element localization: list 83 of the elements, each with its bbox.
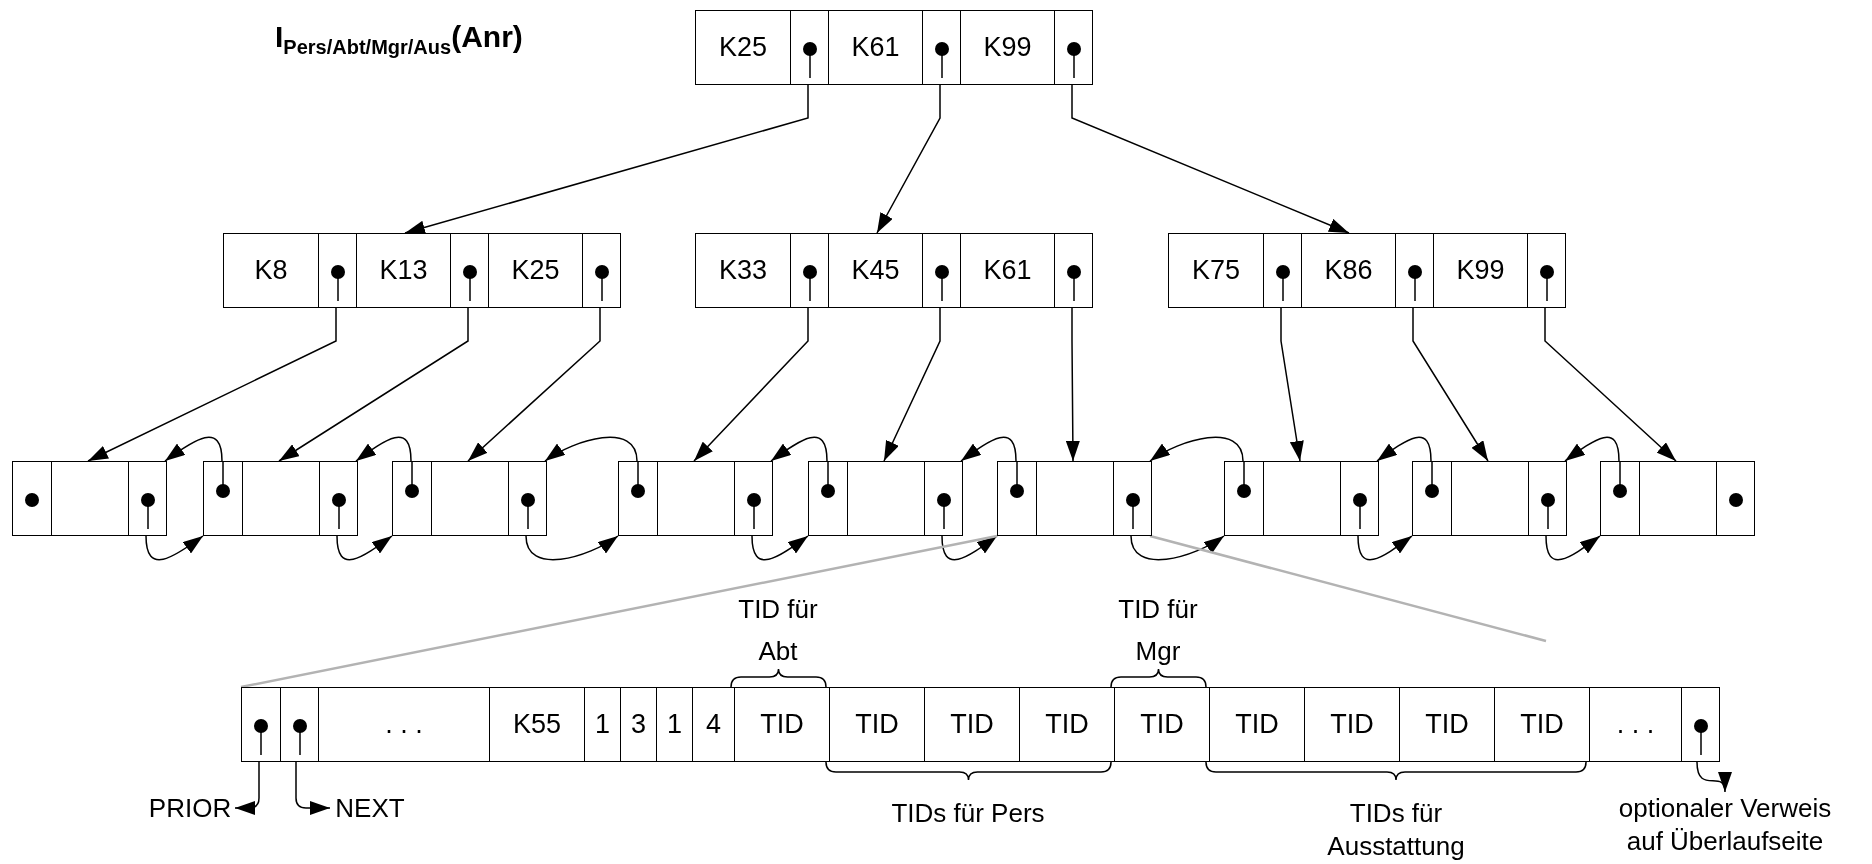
annotation: TID für Mgr [1117,593,1199,668]
page-entry-text: TID [1140,709,1184,740]
arrow [544,436,638,462]
arrow [883,307,941,462]
arrow [1280,307,1304,462]
page-entry-text: . . . [1616,709,1655,740]
index-node [695,233,1093,308]
arrow [941,535,998,561]
index-node [223,233,621,308]
pointer-label: optionaler Verweis auf Überlaufseite [1605,792,1845,858]
key-label: K8 [254,255,288,286]
key-label: K33 [718,255,767,286]
annotation: TIDs für Ausstattung [1326,797,1466,863]
page-entry-text: K55 [512,709,561,740]
arrow [336,535,393,561]
page-entry-text: TID [1520,709,1564,740]
arrow [693,307,809,462]
key-label: K25 [718,32,767,63]
page-entry-text: 4 [706,709,721,740]
arrow [234,761,260,815]
arrow [1357,535,1413,561]
leaf-page [203,461,358,536]
arrow [1130,535,1225,561]
key-label: K25 [511,255,560,286]
arrow [1149,436,1244,462]
page-entry-text: 1 [595,709,610,740]
arrow [751,535,809,561]
leaf-page [1224,461,1379,536]
key-label: K86 [1324,255,1373,286]
key-label: K75 [1191,255,1240,286]
leaf-page [392,461,547,536]
page-entry-text: 1 [667,709,682,740]
arrow [87,307,337,462]
arrow [355,436,412,462]
leaf-page [808,461,963,536]
page-entry-text: 3 [631,709,646,740]
page-entry-text: . . . [385,709,423,740]
arrow [525,535,619,561]
page-entry-text: TID [1045,709,1089,740]
data-page [241,687,1720,762]
key-label: K99 [983,32,1032,63]
pointer-label: PRIOR [145,792,235,825]
leaf-page [1412,461,1567,536]
index-node [1168,233,1566,308]
arrow [960,436,1017,462]
page-entry-text: TID [1330,709,1374,740]
arrow [1065,307,1080,462]
key-label: K13 [379,255,428,286]
arrow [770,436,828,462]
diagram-title: I$_{Pers/Abt/Mgr/Aus}$(Anr) [275,20,523,59]
arrow [1071,84,1350,234]
key-label: K61 [851,32,900,63]
page-entry-text: TID [950,709,994,740]
leaf-page [1600,461,1755,536]
arrow [278,307,469,462]
arrow [1545,535,1601,561]
arrow [145,535,204,561]
pointer-label: NEXT [330,792,410,825]
arrow [1696,761,1730,793]
key-label: K99 [1456,255,1505,286]
page-entry-text: TID [1425,709,1469,740]
index-node [695,10,1093,85]
annotation: TID für Abt [737,593,819,668]
arrow [295,761,331,815]
key-label: K61 [983,255,1032,286]
arrow [1376,436,1432,462]
key-label: K45 [851,255,900,286]
arrow [1412,307,1489,462]
connector-line [1149,534,1547,643]
arrow [1564,436,1620,462]
arrow [467,307,601,462]
arrow [876,84,941,234]
leaf-page [997,461,1152,536]
annotation: TIDs für Pers [890,797,1046,830]
arrow [1544,307,1677,462]
page-entry-text: TID [855,709,899,740]
arrow [404,84,809,235]
page-entry-text: TID [1235,709,1279,740]
arrow [164,436,223,462]
leaf-page [12,461,167,536]
leaf-page [618,461,773,536]
page-entry-text: TID [760,709,804,740]
connector-line [240,534,998,689]
